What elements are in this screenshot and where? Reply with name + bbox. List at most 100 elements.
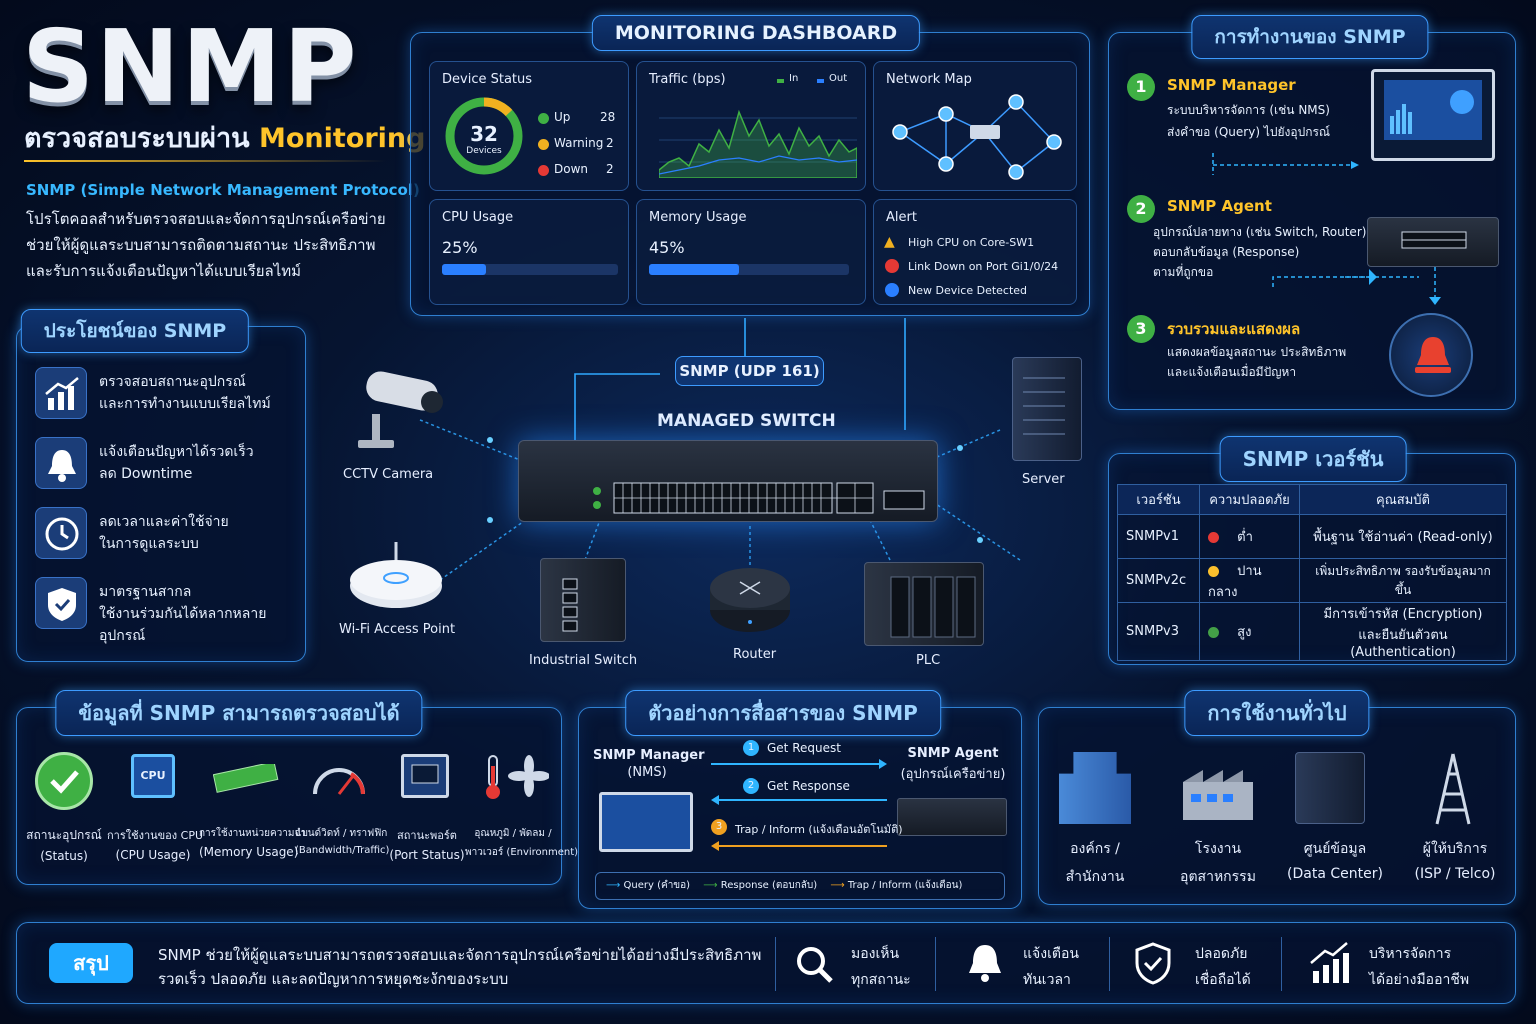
hero-subtitle: ตรวจสอบระบบผ่าน Monitoring xyxy=(24,116,425,159)
cpu-title: CPU Usage xyxy=(442,210,514,225)
msg-1-text: Get Request xyxy=(767,741,841,755)
version-feature: พื้นฐาน ใช้อ่านค่า (Read-only) xyxy=(1299,514,1507,559)
status-warning-count: 2 xyxy=(606,136,614,150)
plc-icon xyxy=(864,562,984,646)
network-map-graph xyxy=(892,94,1062,180)
router-icon xyxy=(706,566,794,640)
versions-header-security: ความปลอดภัย xyxy=(1199,484,1300,515)
step-2-arrow xyxy=(1272,269,1419,287)
summary-panel: สรุป SNMP ช่วยให้ผู้ดูแลระบบสามารถตรวจสอ… xyxy=(16,922,1516,1004)
wifi-ap-icon xyxy=(344,540,454,620)
alert-item-2[interactable]: Link Down on Port Gi1/0/24 xyxy=(908,260,1059,273)
traffic-sparkline xyxy=(659,109,857,178)
office-building-icon xyxy=(1059,752,1131,824)
summary-badge: สรุป xyxy=(49,943,133,983)
alarm-icon xyxy=(1389,313,1473,397)
data-label-port: สถานะพอร์ต(Port Status) xyxy=(389,829,465,862)
step-2-number: 2 xyxy=(1127,195,1155,223)
security-dot xyxy=(1208,565,1219,577)
usage-panel: การใช้งานทั่วไป องค์กร /สำนักงาน โรงงานอ… xyxy=(1038,690,1516,905)
status-down-label: Down xyxy=(554,162,589,176)
data-label-bandwidth: แบนด์วิดท์ / ทราฟฟิก(Bandwidth/Traffic) xyxy=(295,828,390,856)
memory-value: 45% xyxy=(649,238,685,257)
step-1-number: 1 xyxy=(1127,73,1155,101)
summary-item-1: มองเห็นทุกสถานะ xyxy=(851,946,911,988)
error-icon xyxy=(885,259,899,273)
manager-monitor-icon xyxy=(599,792,693,852)
hero-subtitle-accent: Monitoring xyxy=(258,123,426,154)
how-title: การทำงานของ SNMP xyxy=(1191,15,1429,59)
summary-divider xyxy=(1109,937,1110,991)
camera-icon xyxy=(352,366,444,460)
legend-response: Response (ตอบกลับ) xyxy=(720,880,818,891)
memory-card: Memory Usage 45% xyxy=(636,199,866,305)
legend-query: Query (คำขอ) xyxy=(623,880,691,891)
magnifier-icon xyxy=(797,947,833,983)
usage-label-factory: โรงงานอุตสาหกรรม xyxy=(1180,841,1256,885)
summary-item-2: แจ้งเตือนทันเวลา xyxy=(1023,946,1079,988)
agent-switch-icon xyxy=(1367,217,1499,267)
gauge-icon xyxy=(309,754,369,802)
comm-panel: ตัวอย่างการสื่อสารของ SNMP SNMP Manager(… xyxy=(578,690,1022,909)
step-3-line2: และแจ้งเตือนเมื่อมีปัญหา xyxy=(1167,365,1297,379)
versions-header-features: คุณสมบัติ xyxy=(1299,484,1507,515)
status-up-label: Up xyxy=(554,110,571,124)
benefit-4-line1: มาตรฐานสากล xyxy=(99,584,192,600)
how-panel: การทำงานของ SNMP 1 SNMP Manager ระบบบริห… xyxy=(1108,15,1516,410)
comm-title: ตัวอย่างการสื่อสารของ SNMP xyxy=(625,690,941,736)
versions-table: เวอร์ชันความปลอดภัยคุณสมบัติ SNMPv1 ต่ำพ… xyxy=(1117,484,1507,661)
data-label-environment: อุณหภูมิ / พัดลม /พาวเวอร์ (Environment) xyxy=(465,828,579,858)
msg-1-number: 1 xyxy=(743,740,759,756)
data-label-status: สถานะอุปกรณ์(Status) xyxy=(26,828,102,863)
device-status-title: Device Status xyxy=(442,72,533,87)
benefit-3-line2: ในการดูแลระบบ xyxy=(99,536,199,552)
step-3-arrow xyxy=(1429,267,1441,305)
info-icon xyxy=(885,283,899,297)
traffic-in-swatch xyxy=(777,79,784,83)
summary-divider xyxy=(935,937,936,991)
status-warning-dot xyxy=(538,139,549,150)
table-row: SNMPv3 สูงมีการเข้ารหัส (Encryption)และย… xyxy=(1117,602,1507,661)
version-name: SNMPv3 xyxy=(1117,602,1200,661)
memory-bar xyxy=(649,264,849,275)
table-row: SNMPv1 ต่ำพื้นฐาน ใช้อ่านค่า (Read-only) xyxy=(1117,514,1507,559)
growth-chart-icon xyxy=(1310,942,1349,983)
alert-item-1[interactable]: High CPU on Core-SW1 xyxy=(908,236,1035,249)
versions-title: SNMP เวอร์ชัน xyxy=(1219,436,1407,482)
summary-divider xyxy=(775,937,776,991)
port-icon xyxy=(401,754,449,798)
cpu-value: 25% xyxy=(442,238,478,257)
monitor-icon xyxy=(1371,69,1495,161)
security-level: สูง xyxy=(1237,625,1252,640)
managed-switch[interactable] xyxy=(518,440,938,522)
data-title: ข้อมูลที่ SNMP สามารถตรวจสอบได้ xyxy=(55,690,423,736)
status-down-count: 2 xyxy=(606,162,614,176)
step-3-number: 3 xyxy=(1127,315,1155,343)
alert-item-3[interactable]: New Device Detected xyxy=(908,284,1028,297)
status-up-dot xyxy=(538,113,549,124)
traffic-title: Traffic (bps) xyxy=(649,72,726,87)
device-total-label: Devices xyxy=(466,146,502,156)
device-label-plc: PLC xyxy=(916,653,941,668)
summary-line2: รวดเร็ว ปลอดภัย และลดปัญหาการหยุดชะงักขอ… xyxy=(158,970,509,988)
hero-subtitle-text: ตรวจสอบระบบผ่าน xyxy=(24,123,250,154)
data-label-cpu: การใช้งานของ CPU(CPU Usage) xyxy=(107,829,204,862)
data-panel: ข้อมูลที่ SNMP สามารถตรวจสอบได้ CPU สถาน… xyxy=(16,690,579,885)
step-3-title: รวบรวมและแสดงผล xyxy=(1167,320,1301,338)
bell-summary-icon xyxy=(969,945,1001,982)
status-down-dot xyxy=(538,165,549,176)
hero-title: SNMP xyxy=(22,8,359,125)
industrial-switch-icon xyxy=(540,558,626,642)
factory-icon xyxy=(1177,752,1259,828)
device-status-card: Device Status 32 Devices Up 28 Warning 2… xyxy=(429,61,629,191)
version-feature-2: และยืนยันตัวตน (Authentication) xyxy=(1350,628,1456,660)
step-2-title: SNMP Agent xyxy=(1167,197,1272,215)
step-1-line2: ส่งคำขอ (Query) ไปยังอุปกรณ์ xyxy=(1167,125,1331,139)
hero-desc-2: ช่วยให้ผู้ดูแลระบบสามารถติดตามสถานะ ประส… xyxy=(26,236,376,254)
hero-desc-3: และรับการแจ้งเตือนปัญหาได้แบบเรียลไทม์ xyxy=(26,262,302,280)
security-level: ปานกลาง xyxy=(1208,563,1262,600)
usage-label-data-center: ศูนย์ข้อมูล(Data Center) xyxy=(1287,841,1383,882)
managed-switch-label: MANAGED SWITCH xyxy=(657,411,836,431)
device-label-cctv: CCTV Camera xyxy=(343,467,434,482)
device-label-wifi: Wi-Fi Access Point xyxy=(339,622,456,637)
